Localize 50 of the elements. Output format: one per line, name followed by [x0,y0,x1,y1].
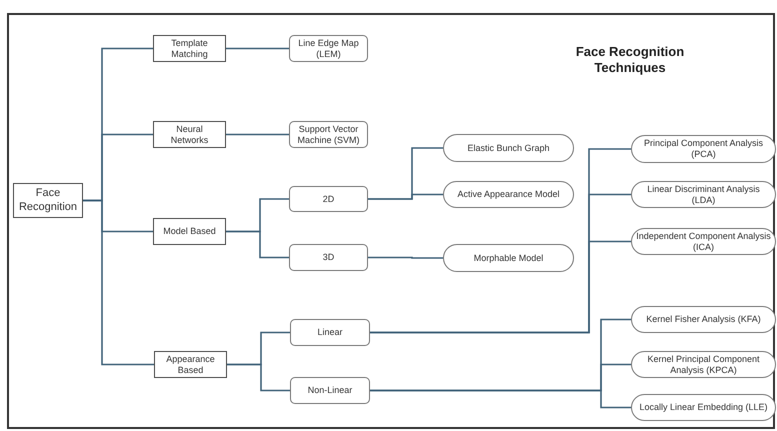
method-pill [631,351,776,378]
node-label: Locally Linear Embedding (LLE) [639,402,768,413]
node-label: Line Edge Map (LEM) [297,38,360,60]
node-label: Active Appearance Model [457,189,560,200]
subcategory-box [290,319,370,346]
node-label: Template Matching [170,38,209,60]
node-label: Morphable Model [474,252,544,264]
subcategory-box [290,377,370,404]
category-box [153,121,226,148]
method-pill [631,228,776,255]
connector-line [368,194,443,200]
method-pill [631,306,776,333]
connector-line [368,256,443,259]
method-pill [443,244,574,272]
node-label: Elastic Bunch Graph [467,142,550,154]
method-pill [631,394,776,421]
node-label: Support Vector Machine (SVM) [296,124,360,146]
method-pill [631,135,776,163]
connector-line [226,230,289,258]
node-label: Non-Linear [308,385,352,396]
category-box [153,35,226,62]
node-label: Face Recognition [18,187,78,214]
node-label: 2D [322,194,334,204]
node-label: Independent Component Analysis (ICA) [636,230,771,252]
method-pill [443,134,574,162]
connector-line [370,390,631,408]
diagram-title: Face Recognition Techniques [574,44,686,76]
connector-line [370,240,631,334]
connector-line [227,364,290,392]
node-label: Kernel Principal Component Analysis (KPCA) [646,354,761,376]
category-box [154,351,227,378]
connector-line [83,200,154,366]
node-label: Principal Component Analysis (PCA) [642,138,764,160]
category-box [13,183,83,218]
method-pill [631,181,776,208]
node-label: Linear [317,327,343,338]
subcategory-box [289,35,368,62]
category-box [153,218,226,245]
subcategory-box [289,121,368,148]
node-label: Linear Discriminant Analysis (LDA) [646,184,761,206]
node-label: 3D [322,252,334,263]
node-label: Appearance Based [165,354,216,376]
node-label: Kernel Fisher Analysis (KFA) [646,314,761,325]
method-pill [443,181,574,208]
node-label: Neural Networks [170,124,210,146]
connector-line [226,48,289,50]
connector-line [226,134,289,136]
node-label: Model Based [163,226,216,237]
subcategory-box [289,186,368,212]
subcategory-box [289,244,368,271]
